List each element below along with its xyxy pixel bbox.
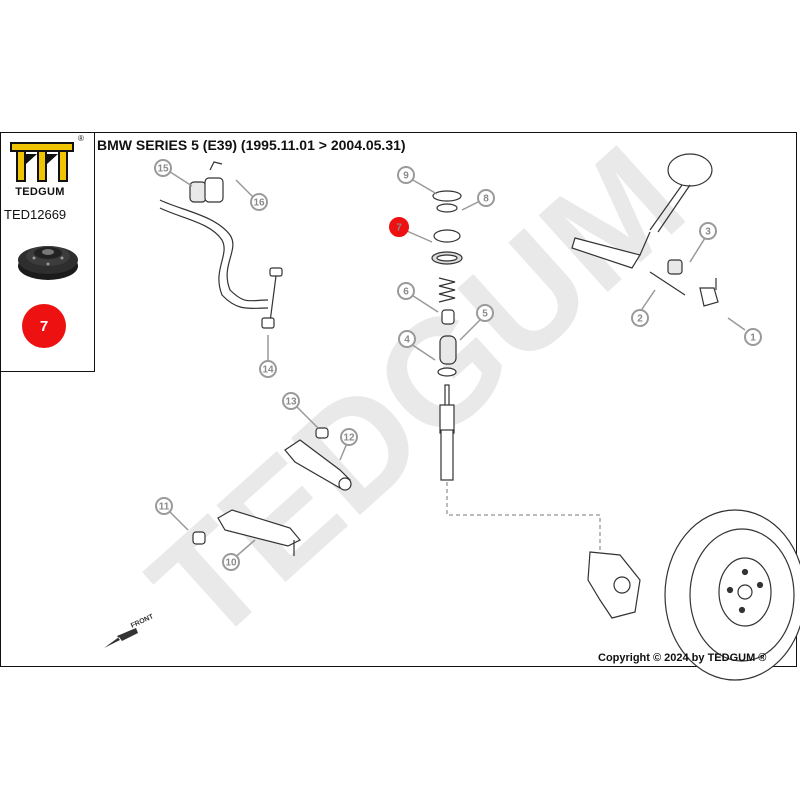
front-arrow-icon: FRONT [104,613,155,648]
callout-number: 7 [396,223,402,234]
callout-number: 11 [159,502,170,513]
copyright-text: Copyright © 2024 by TEDGUM ® [598,652,767,664]
callout-number: 2 [637,314,643,325]
callout-3: 3 [699,222,717,240]
callout-1: 1 [744,328,762,346]
part-number: TED12669 [4,207,67,222]
stabilizer-bar-icon [159,199,269,309]
brand-name: TEDGUM [15,186,65,198]
stabilizer-bushing-icon [189,161,224,203]
callout-16: 16 [250,193,268,211]
callout-number: 16 [253,198,265,209]
product-panel [0,132,95,372]
stabilizer-link-icon [261,267,283,329]
callout-14: 14 [259,360,277,378]
callout-15: 15 [154,159,172,177]
callout-10: 10 [222,553,240,571]
callout-number: 10 [225,558,237,569]
callout-number: 1 [750,333,756,344]
coil-spring-icon [438,277,456,303]
callout-2: 2 [631,309,649,327]
callout-7: 7 [389,217,409,237]
wheel-icon [664,509,800,681]
callout-9: 9 [397,166,415,184]
callout-5: 5 [476,304,494,322]
registered-mark: ® [78,134,84,143]
control-arm-upper-icon [284,427,352,491]
tie-rod-end-icon [649,259,719,307]
callout-12: 12 [340,428,358,446]
product-thumbnail-icon [18,246,78,280]
strut-mount-icon [431,190,463,265]
callout-number: 9 [403,171,409,182]
callout-8: 8 [477,189,495,207]
diagram-frame [0,132,797,667]
callout-number: 14 [262,365,274,376]
vehicle-title: BMW SERIES 5 (E39) (1995.11.01 > 2004.05… [97,137,406,153]
callout-number: 15 [157,164,169,175]
bump-stop-icon [437,309,457,377]
callout-13: 13 [282,392,300,410]
callout-number: 3 [705,227,711,238]
steering-knuckle-icon [587,551,641,619]
callout-number: 5 [482,309,488,320]
callout-11: 11 [155,497,173,515]
shock-absorber-icon [439,384,455,481]
callout-number: 6 [403,287,409,298]
tedgum-logo-icon [10,142,74,182]
callout-number: 12 [343,433,355,444]
assembly-guide-line [446,482,601,550]
callout-number: 4 [404,335,410,346]
highlight-badge: 7 [22,304,66,348]
callout-number: 13 [285,397,297,408]
callout-number: 8 [483,194,489,205]
steering-wheel-icon [571,153,713,269]
callout-4: 4 [398,330,416,348]
front-label: FRONT [130,613,155,630]
callout-6: 6 [397,282,415,300]
control-arm-lower-icon [192,509,301,556]
